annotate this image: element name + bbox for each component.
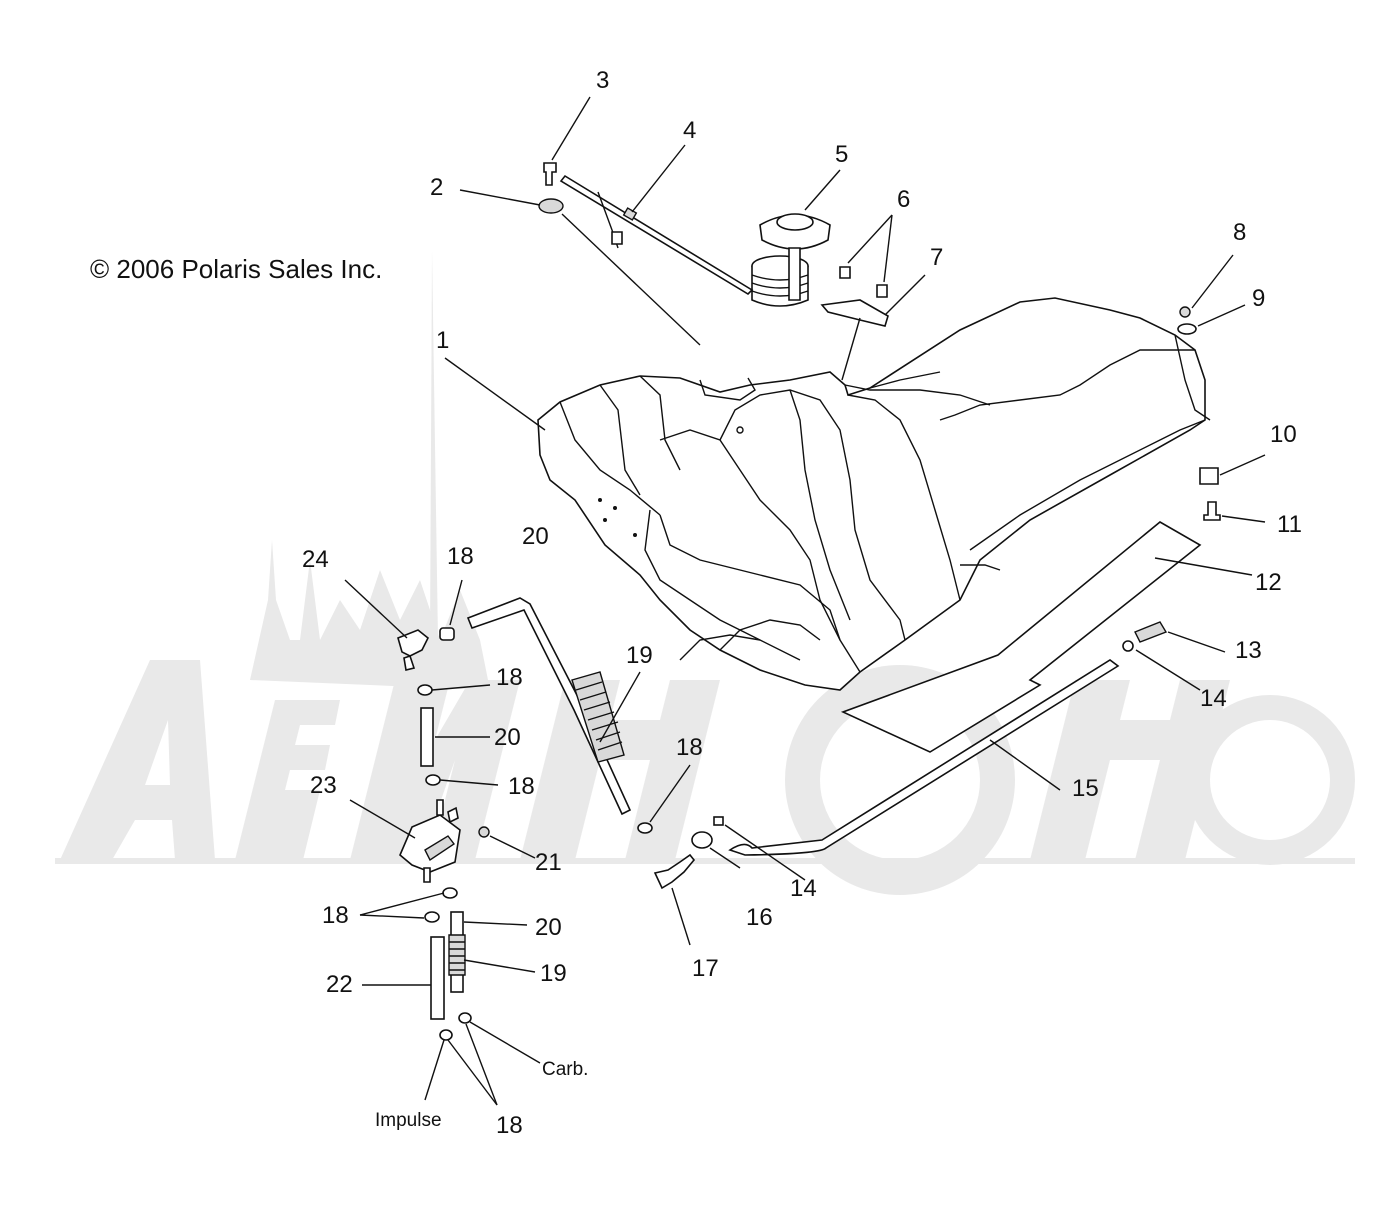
leader-lines (344, 96, 1266, 1106)
spacer-14b (713, 816, 724, 826)
fitting-13 (1134, 621, 1168, 643)
spacer (1199, 467, 1219, 485)
callout-21: 21 (535, 849, 562, 876)
callout-20-lower: 20 (535, 914, 562, 941)
callout-5: 5 (835, 141, 848, 168)
callout-6: 6 (897, 186, 910, 213)
fuel-tank (537, 297, 1211, 691)
fuel-cap (759, 213, 831, 301)
callout-14-top: 14 (1200, 685, 1227, 712)
fuel-valve (399, 799, 461, 883)
valve-washer (478, 826, 490, 838)
callout-22: 22 (326, 971, 353, 998)
callout-14-bottom: 14 (790, 875, 817, 902)
callout-17: 17 (692, 955, 719, 982)
callout-18-mid1: 18 (496, 664, 523, 691)
callout-15: 15 (1072, 775, 1099, 802)
callout-23: 23 (310, 772, 337, 799)
fuel-hose (466, 597, 632, 816)
callout-13: 13 (1235, 637, 1262, 664)
callout-19-upper: 19 (626, 642, 653, 669)
nut (1179, 306, 1191, 318)
callouts: 1 2 3 4 5 6 7 8 9 10 11 12 13 14 15 14 1… (302, 67, 1302, 1139)
callout-2: 2 (430, 174, 443, 201)
callout-18-top: 18 (447, 543, 474, 570)
vent-fitting (543, 162, 557, 186)
callout-18-mid2: 18 (508, 773, 535, 800)
carb-hose (448, 911, 466, 993)
callout-18-bottom: 18 (496, 1112, 523, 1139)
tank-screw (1203, 501, 1221, 521)
callout-11: 11 (1277, 511, 1302, 538)
copyright-text: © 2006 Polaris Sales Inc. (90, 254, 382, 284)
callout-20-upper: 20 (522, 523, 549, 550)
callout-10: 10 (1270, 421, 1297, 448)
washer-14 (1122, 640, 1134, 652)
callout-1: 1 (436, 327, 449, 354)
bolts (839, 266, 888, 298)
callout-8: 8 (1233, 219, 1246, 246)
vent-line (559, 174, 754, 296)
callout-19-lower: 19 (540, 960, 567, 987)
elbow-fitting (653, 853, 696, 890)
callout-24: 24 (302, 546, 329, 573)
tank-pad (840, 521, 1202, 753)
callout-18-left: 18 (322, 902, 349, 929)
callout-12: 12 (1255, 569, 1282, 596)
hose-clamps (417, 627, 653, 1041)
impulse-hose (430, 936, 445, 1020)
tank-bracket (820, 299, 889, 327)
grommet (538, 198, 564, 214)
callout-18-right: 18 (676, 734, 703, 761)
callout-20-mid: 20 (494, 724, 521, 751)
callout-4: 4 (683, 117, 696, 144)
note-carb: Carb. (542, 1059, 588, 1080)
callout-9: 9 (1252, 285, 1265, 312)
grommet-16 (691, 831, 713, 849)
short-hose (420, 707, 434, 767)
note-impulse: Impulse (375, 1110, 442, 1131)
callout-7: 7 (930, 244, 943, 271)
washer (1177, 323, 1197, 335)
callout-3: 3 (596, 67, 609, 94)
callout-16: 16 (746, 904, 773, 931)
vent-tube (728, 659, 1120, 856)
